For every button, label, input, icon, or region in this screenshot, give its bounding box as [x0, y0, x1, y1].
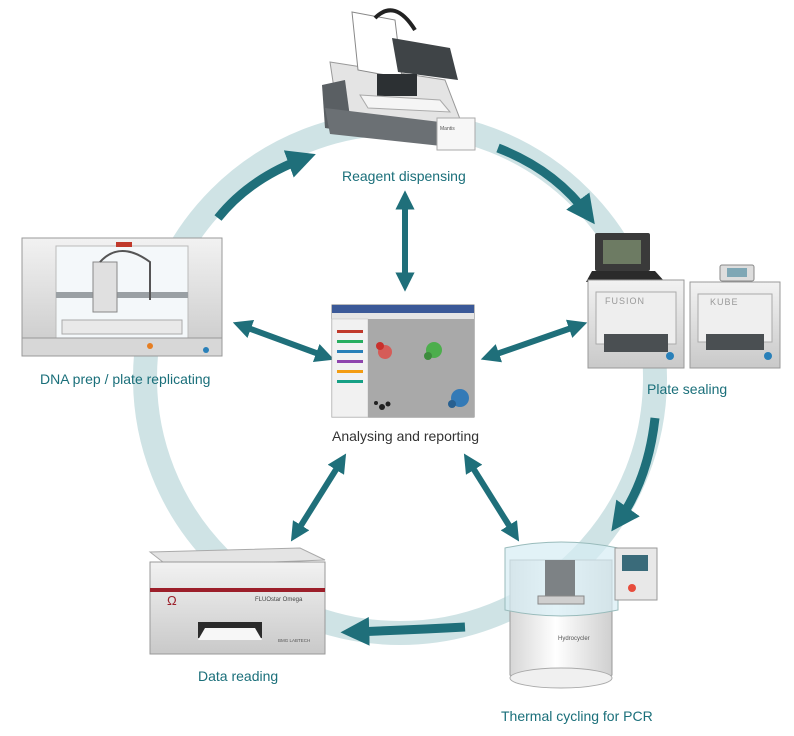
label-reagent-dispensing: Reagent dispensing	[342, 168, 466, 184]
label-data-reading: Data reading	[198, 668, 279, 684]
label-plate-sealing: Plate sealing	[647, 381, 728, 397]
spoke-sealing	[480, 319, 588, 363]
cycler-brand: Hydrocycler	[558, 636, 590, 642]
analysis-screen-illustration	[331, 304, 475, 418]
arrow-sealing-to-pcr	[611, 417, 660, 532]
sealer-brand-kube: KUBE	[710, 297, 739, 307]
plate-sealer-illustration: FUSION KUBE	[586, 233, 781, 369]
arrow-pcr-to-reading	[340, 617, 466, 646]
spoke-reading	[290, 453, 347, 542]
omega-logo-icon: Ω	[167, 593, 177, 608]
label-analysing-reporting: Analysing and reporting	[332, 428, 480, 444]
sealer-brand-fusion: FUSION	[605, 296, 645, 306]
reagent-brand: Mantis	[440, 126, 455, 132]
dnaprep-illustration	[21, 237, 223, 357]
plate-reader-illustration: Ω FLUOstar Omega BMG LABTECH	[148, 547, 326, 655]
arrow-dnaprep-to-reagent	[214, 150, 316, 221]
label-dna-prep: DNA prep / plate replicating	[40, 371, 211, 387]
thermal-cycler-illustration: Hydrocycler	[504, 541, 658, 689]
spoke-dnaprep	[232, 319, 335, 363]
arrow-reagent-to-sealing	[496, 143, 595, 225]
spoke-pcr	[463, 453, 520, 542]
label-thermal-cycling: Thermal cycling for PCR	[501, 708, 653, 724]
reagent-dispenser-illustration: Mantis	[322, 8, 476, 151]
reader-maker: BMG LABTECH	[278, 638, 310, 643]
reader-brand: FLUOstar Omega	[255, 597, 303, 603]
